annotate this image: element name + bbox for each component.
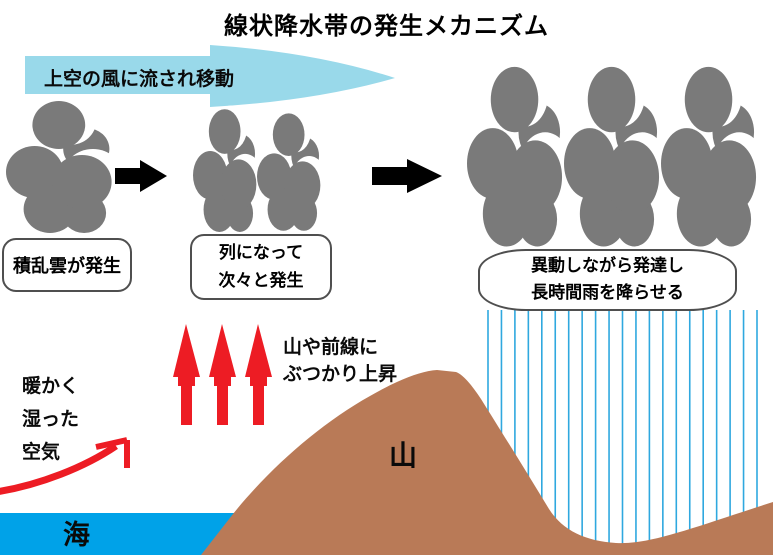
stage3-caption-line2: 長時間雨を降らせる: [531, 283, 684, 303]
page-title: 線状降水帯の発生メカニズム: [224, 12, 549, 40]
wind-arrow: [25, 45, 395, 107]
mountain-label: 山: [389, 439, 418, 472]
cloud-row-1: [467, 61, 572, 247]
mountain-shape: [201, 370, 773, 555]
cumulonimbus-cloud: [6, 97, 123, 233]
right-arrow-icon-1: [115, 160, 167, 192]
right-arrow-icon-2: [372, 159, 442, 193]
inflow-label-line1: 暖かく: [22, 375, 80, 397]
inflow-label-line3: 空気: [22, 441, 61, 463]
stage2-caption-line2: 次々と発生: [218, 271, 304, 291]
stage3-caption-box: 異動しながら発達し 長時間雨を降らせる: [478, 249, 737, 311]
cloud-row-2: [564, 61, 669, 247]
updraft-label-line1: 山や前線に: [283, 336, 379, 358]
stage2-caption-box: 列になって 次々と発生: [190, 234, 332, 300]
stage1-caption: 積乱雲が発生: [13, 256, 121, 277]
cloud-pair-left: [193, 105, 263, 232]
rain-lines: [487, 310, 758, 547]
updraft-label-line2: ぶつかり上昇: [283, 363, 398, 385]
inflow-label: 暖かく 湿った 空気: [22, 370, 79, 469]
inflow-arrow-icon: [0, 437, 130, 495]
cloud-row-3: [661, 61, 766, 247]
sea-label: 海: [63, 520, 90, 551]
inflow-label-line2: 湿った: [22, 408, 80, 430]
cloud-pair-right: [257, 109, 327, 231]
stage3-caption-line1: 異動しながら発達し: [531, 256, 684, 276]
updraft-label: 山や前線に ぶつかり上昇: [283, 334, 397, 388]
updraft-arrow-icons: [173, 324, 272, 425]
stage1-caption-box: 積乱雲が発生: [2, 238, 132, 292]
wind-arrow-label: 上空の風に流され移動: [44, 68, 235, 90]
stage2-caption-line1: 列になって: [218, 243, 304, 263]
